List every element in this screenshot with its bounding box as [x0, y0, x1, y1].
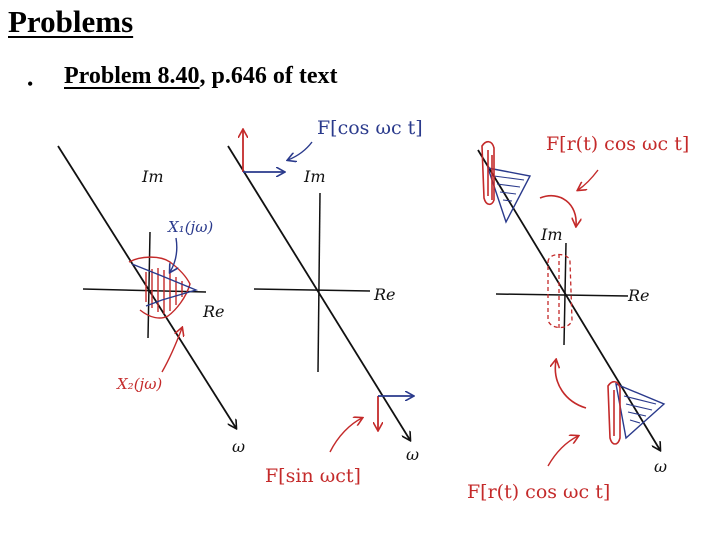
left-im-axis	[147, 231, 151, 339]
right-re-label: Re	[627, 286, 650, 305]
right-bottom-label: F[r(t) cos ωc t]	[467, 481, 610, 503]
left-x2-label: X₂(jω)	[116, 375, 162, 393]
middle-im-axis	[317, 192, 321, 373]
right-re-axis	[495, 293, 629, 297]
middle-cos-pointer	[288, 141, 313, 160]
left-x2-pointer	[161, 328, 182, 373]
middle-sin-pointer	[329, 418, 362, 453]
middle-re-label: Re	[373, 285, 396, 304]
right-omega-axis	[477, 149, 660, 450]
left-x1-label: X₁(jω)	[167, 218, 213, 236]
middle-diagram: Im Re ω F[cos ωc t] F[sin ωct]	[227, 117, 423, 487]
right-top-label-pointer	[578, 169, 599, 190]
left-omega-label: ω	[232, 437, 245, 456]
left-im-label: Im	[141, 167, 164, 186]
left-x1-spectrum	[131, 263, 199, 307]
right-top-curve-arrow	[539, 194, 576, 226]
left-re-axis	[82, 288, 207, 293]
right-bottom-label-pointer	[547, 436, 578, 467]
slide-title: Problems	[8, 4, 134, 39]
right-top-label: F[r(t) cos ωc t]	[546, 133, 689, 155]
right-bottom-spectrum	[607, 380, 666, 445]
right-diagram: Im Re ω F[r(t) cos ωc t] F[r(t) cos ωc t…	[467, 133, 689, 503]
left-omega-axis	[57, 145, 236, 428]
right-bottom-curve-arrow	[555, 360, 587, 409]
right-top-spectrum	[481, 140, 532, 224]
middle-sin-label: F[sin ωct]	[265, 465, 361, 487]
bullet-text: Problem 8.40, p.646 of text	[64, 63, 338, 90]
problem-reference: Problem 8.40	[64, 63, 200, 89]
right-dashed-spectrum	[547, 253, 573, 329]
right-im-label: Im	[540, 225, 563, 244]
middle-im-label: Im	[303, 167, 326, 186]
left-x1-pointer	[170, 237, 177, 272]
middle-cos-label: F[cos ωc t]	[317, 117, 423, 139]
middle-omega-axis	[227, 145, 410, 440]
left-diagram: Im Re ω X₁(jω) X₂(jω)	[57, 145, 245, 456]
right-omega-label: ω	[654, 457, 667, 476]
middle-re-axis	[253, 288, 371, 292]
bullet-marker: •	[27, 74, 34, 94]
left-re-label: Re	[202, 302, 225, 321]
middle-omega-label: ω	[406, 445, 419, 464]
page-reference: , p.646 of text	[199, 63, 338, 89]
